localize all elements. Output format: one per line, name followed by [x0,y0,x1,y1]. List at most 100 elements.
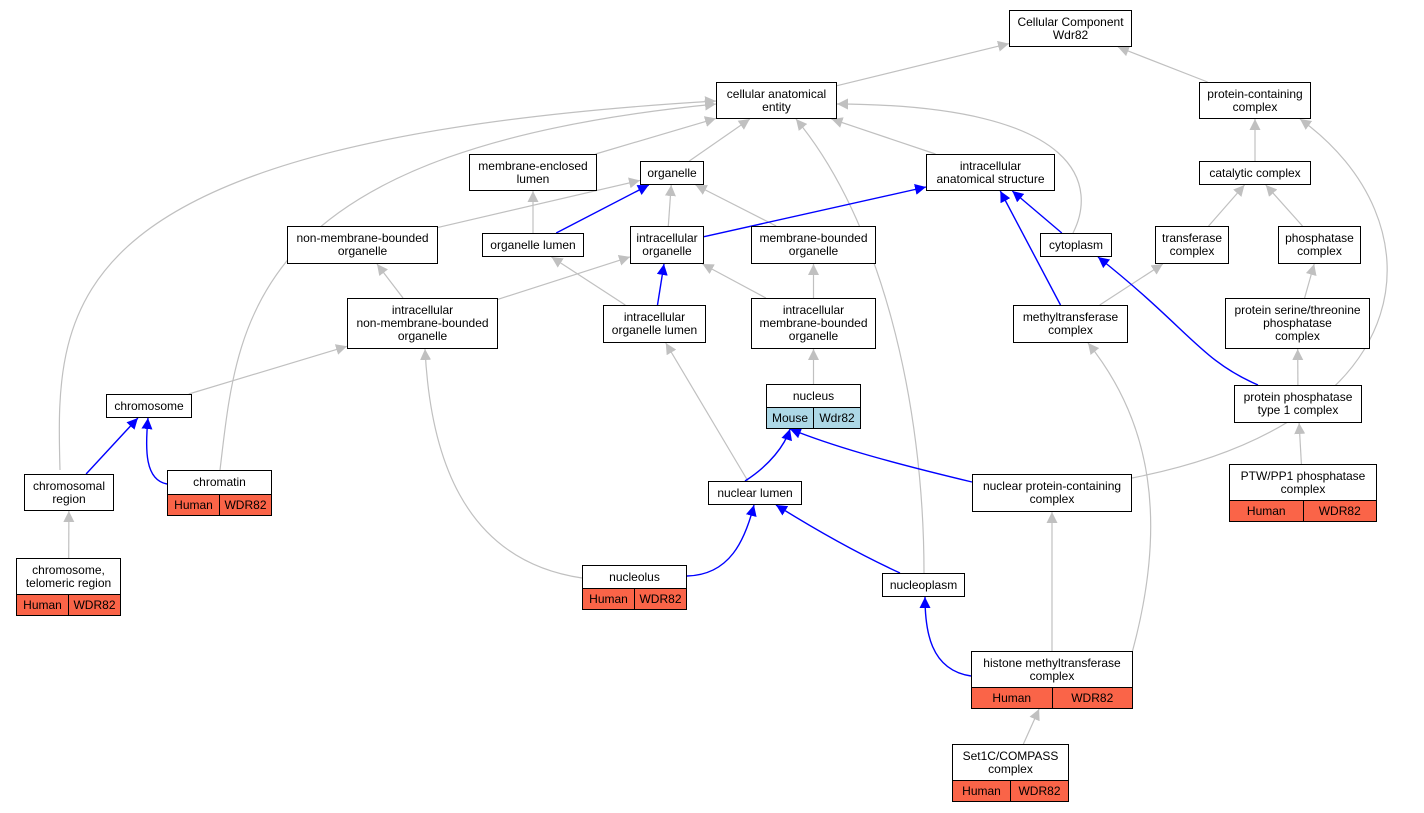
go-term-label: nucleus [792,388,835,403]
go-term-org[interactable]: organelle [640,161,704,185]
go-term-label: PTW/PP1 phosphatase complex [1240,468,1366,496]
go-term-phos[interactable]: phosphatase complex [1278,226,1361,264]
edge-is-a-ptw-to-pp1 [1294,422,1306,465]
edge-is-a-chrreg-to-cae [58,96,717,471]
edge-is-a-imbo-to-io [702,263,767,299]
annotation-gene: WDR82 [634,589,686,609]
go-term-iol[interactable]: intracellular organelle lumen [603,305,706,343]
edge-part-of-cyto-to-ias [1011,190,1063,234]
edge-is-a-inmbo-to-nmbo [376,263,404,299]
annotation-gene: WDR82 [1010,781,1068,801]
go-term-label: organelle [647,165,697,180]
go-term-nlum[interactable]: nuclear lumen [708,481,802,505]
go-term-pstp[interactable]: protein serine/threonine phosphatase com… [1225,298,1370,349]
go-term-label: protein phosphatase type 1 complex [1243,390,1353,417]
go-term-ias[interactable]: intracellular anatomical structure [926,154,1055,191]
annotation-species: Human [1246,503,1286,518]
annotation-species: Human [174,497,213,512]
edge-part-of-chrreg-to-chr [85,417,139,475]
go-term-label: methyltransferase complex [1022,310,1119,337]
edge-part-of-io-to-ias [703,184,927,238]
edge-part-of-chrom-to-chr [141,417,168,485]
go-term-label: cellular anatomical entity [726,86,827,114]
edge-is-a-cyto-to-cae [836,98,1082,234]
go-term-io[interactable]: intracellular organelle [630,226,704,264]
annotation-row: Human WDR82 [953,780,1068,801]
edge-is-a-hmt-to-mtc [1087,342,1152,661]
go-term-label: organelle lumen [490,237,576,252]
edge-is-a-ias-to-cae [831,117,936,155]
go-term-mtc[interactable]: methyltransferase complex [1013,305,1128,343]
edge-is-a-inmbo-to-io [497,255,631,300]
go-term-label: protein serine/threonine phosphatase com… [1234,303,1361,343]
go-term-label: transferase complex [1161,231,1223,258]
annotation-gene: WDR82 [1302,501,1377,521]
go-term-cc[interactable]: Cellular Component Wdr82 [1009,10,1132,47]
edge-is-a-nplasm-to-cae [795,118,925,574]
edge-is-a-nmbo-to-org [437,177,641,228]
edge-is-a-npc-to-pcc [1131,118,1388,479]
go-term-label: chromosome [114,398,184,413]
go-term-pp1[interactable]: protein phosphatase type 1 complex [1234,385,1362,423]
annotation-species: Mouse [771,410,809,425]
go-term-label: Set1C/COMPASS complex [962,748,1059,776]
go-term-label: nuclear lumen [717,485,793,500]
edge-part-of-mtc-to-ias [999,190,1062,306]
annotation-gene: WDR82 [68,595,120,615]
go-term-trans[interactable]: transferase complex [1155,226,1229,264]
annotation-species: Human [23,597,62,612]
annotation-row: Human WDR82 [17,594,120,615]
go-term-chr[interactable]: chromosome [106,394,192,418]
edge-is-a-nlum-to-iol [665,342,749,482]
go-term-nplasm[interactable]: nucleoplasm [882,573,965,597]
annotation-species: Human [992,690,1032,705]
go-term-mbo[interactable]: membrane-bounded organelle [751,226,876,264]
go-term-nmbo[interactable]: non-membrane-bounded organelle [287,226,438,264]
go-term-npc[interactable]: nuclear protein-containing complex [972,474,1132,512]
edge-part-of-nplasm-to-nlum [775,504,901,574]
edge-part-of-npc-to-nuc [789,427,973,483]
go-term-label: non-membrane-bounded organelle [296,231,429,258]
go-term-label: catalytic complex [1209,165,1301,180]
go-term-label: cytoplasm [1048,237,1104,252]
go-term-inmbo[interactable]: intracellular non-membrane-bounded organ… [347,298,498,349]
edge-is-a-mbo-to-org [695,184,777,227]
go-term-label: membrane-enclosed lumen [478,158,588,186]
edge-is-a-cae-to-cc [836,40,1010,87]
edge-is-a-phos-to-cat [1265,184,1303,227]
edge-is-a-org-to-cae [688,118,751,162]
go-term-chrreg[interactable]: chromosomal region [24,474,114,511]
go-term-cat[interactable]: catalytic complex [1199,161,1311,185]
go-term-label: intracellular organelle [636,231,698,258]
edge-is-a-trans-to-cat [1208,184,1245,227]
go-term-label: intracellular membrane-bounded organelle [759,303,868,343]
go-term-label: histone methyltransferase complex [983,655,1121,683]
go-term-label: intracellular organelle lumen [611,310,698,337]
annotation-row: Human WDR82 [1230,500,1376,521]
edge-part-of-orgl-to-org [555,184,650,234]
go-term-cae[interactable]: cellular anatomical entity [716,82,837,119]
go-term-mel[interactable]: membrane-enclosed lumen [469,154,597,191]
go-term-label: protein-containing complex [1207,86,1303,114]
go-term-imbo[interactable]: intracellular membrane-bounded organelle [751,298,876,349]
go-term-label: phosphatase complex [1285,231,1354,258]
go-term-pcc[interactable]: protein-containing complex [1199,82,1311,119]
edge-is-a-pstp-to-phos [1304,263,1317,299]
edge-is-a-iol-to-orgl [551,256,626,306]
go-term-orgl[interactable]: organelle lumen [482,233,584,257]
annotation-species: Human [962,783,1001,798]
go-term-label: nucleolus [609,569,660,584]
go-term-cyto[interactable]: cytoplasm [1040,233,1112,257]
